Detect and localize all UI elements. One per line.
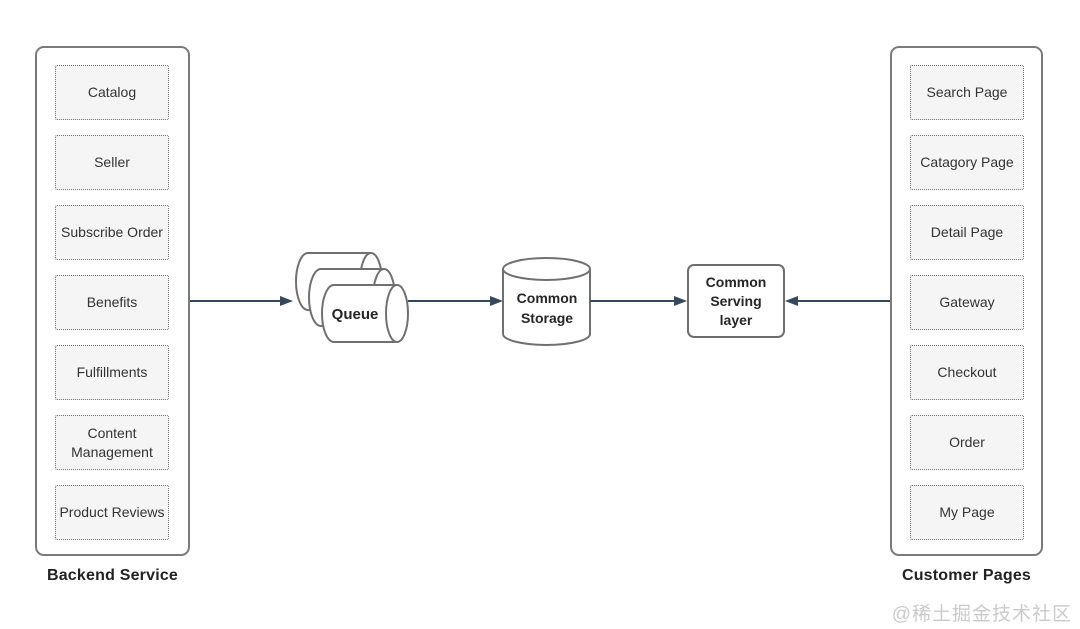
node-label: My Page xyxy=(939,504,995,520)
node-label: Order xyxy=(949,434,985,450)
queue-cylinder-front xyxy=(321,284,409,343)
serving-label: Common Serving layer xyxy=(705,273,767,328)
node-label: Content Management xyxy=(71,424,153,460)
node-catalog: Catalog xyxy=(55,65,169,120)
node-detail-page: Detail Page xyxy=(910,205,1024,260)
node-my-page: My Page xyxy=(910,485,1024,540)
queue-node: Queue xyxy=(322,287,388,342)
node-gateway: Gateway xyxy=(910,275,1024,330)
node-label: Checkout xyxy=(937,364,997,380)
node-label: Catalog xyxy=(87,84,137,100)
node-label: Benefits xyxy=(86,294,138,310)
node-search-page: Search Page xyxy=(910,65,1024,120)
arrow-storage-to-serving xyxy=(590,296,687,306)
node-product-reviews: Product Reviews xyxy=(55,485,169,540)
node-checkout: Checkout xyxy=(910,345,1024,400)
node-benefits: Benefits xyxy=(55,275,169,330)
node-content-management: Content Management xyxy=(55,415,169,470)
node-label: Subscribe Order xyxy=(61,224,163,240)
arrow-customer-to-serving xyxy=(785,296,890,306)
customer-pages-label: Customer Pages xyxy=(901,567,1032,584)
node-label: Fulfillments xyxy=(76,364,148,380)
node-label: Gateway xyxy=(939,294,995,310)
node-catagory-page: Catagory Page xyxy=(910,135,1024,190)
common-storage-node: Common Storage xyxy=(504,280,590,336)
node-fulfillments: Fulfillments xyxy=(55,345,169,400)
common-serving-layer-node: Common Serving layer xyxy=(687,264,785,338)
customer-pages-panel: Search Page Catagory Page Detail Page Ga… xyxy=(890,46,1043,556)
node-label: Catagory Page xyxy=(920,154,1014,170)
node-label: Seller xyxy=(94,154,130,170)
node-label: Detail Page xyxy=(930,224,1004,240)
storage-cylinder xyxy=(502,257,591,346)
arrow-backend-to-queue xyxy=(190,296,293,306)
queue-label: Queue xyxy=(331,306,379,323)
node-label: Product Reviews xyxy=(59,504,165,520)
storage-label: Common Storage xyxy=(516,290,578,326)
node-order: Order xyxy=(910,415,1024,470)
node-seller: Seller xyxy=(55,135,169,190)
arrow-queue-to-storage xyxy=(408,296,503,306)
node-label: Search Page xyxy=(926,84,1008,100)
watermark-text: @稀土掘金技术社区 xyxy=(891,604,1072,625)
backend-service-label: Backend Service xyxy=(46,567,179,584)
node-subscribe-order: Subscribe Order xyxy=(55,205,169,260)
backend-service-panel: Catalog Seller Subscribe Order Benefits … xyxy=(35,46,190,556)
